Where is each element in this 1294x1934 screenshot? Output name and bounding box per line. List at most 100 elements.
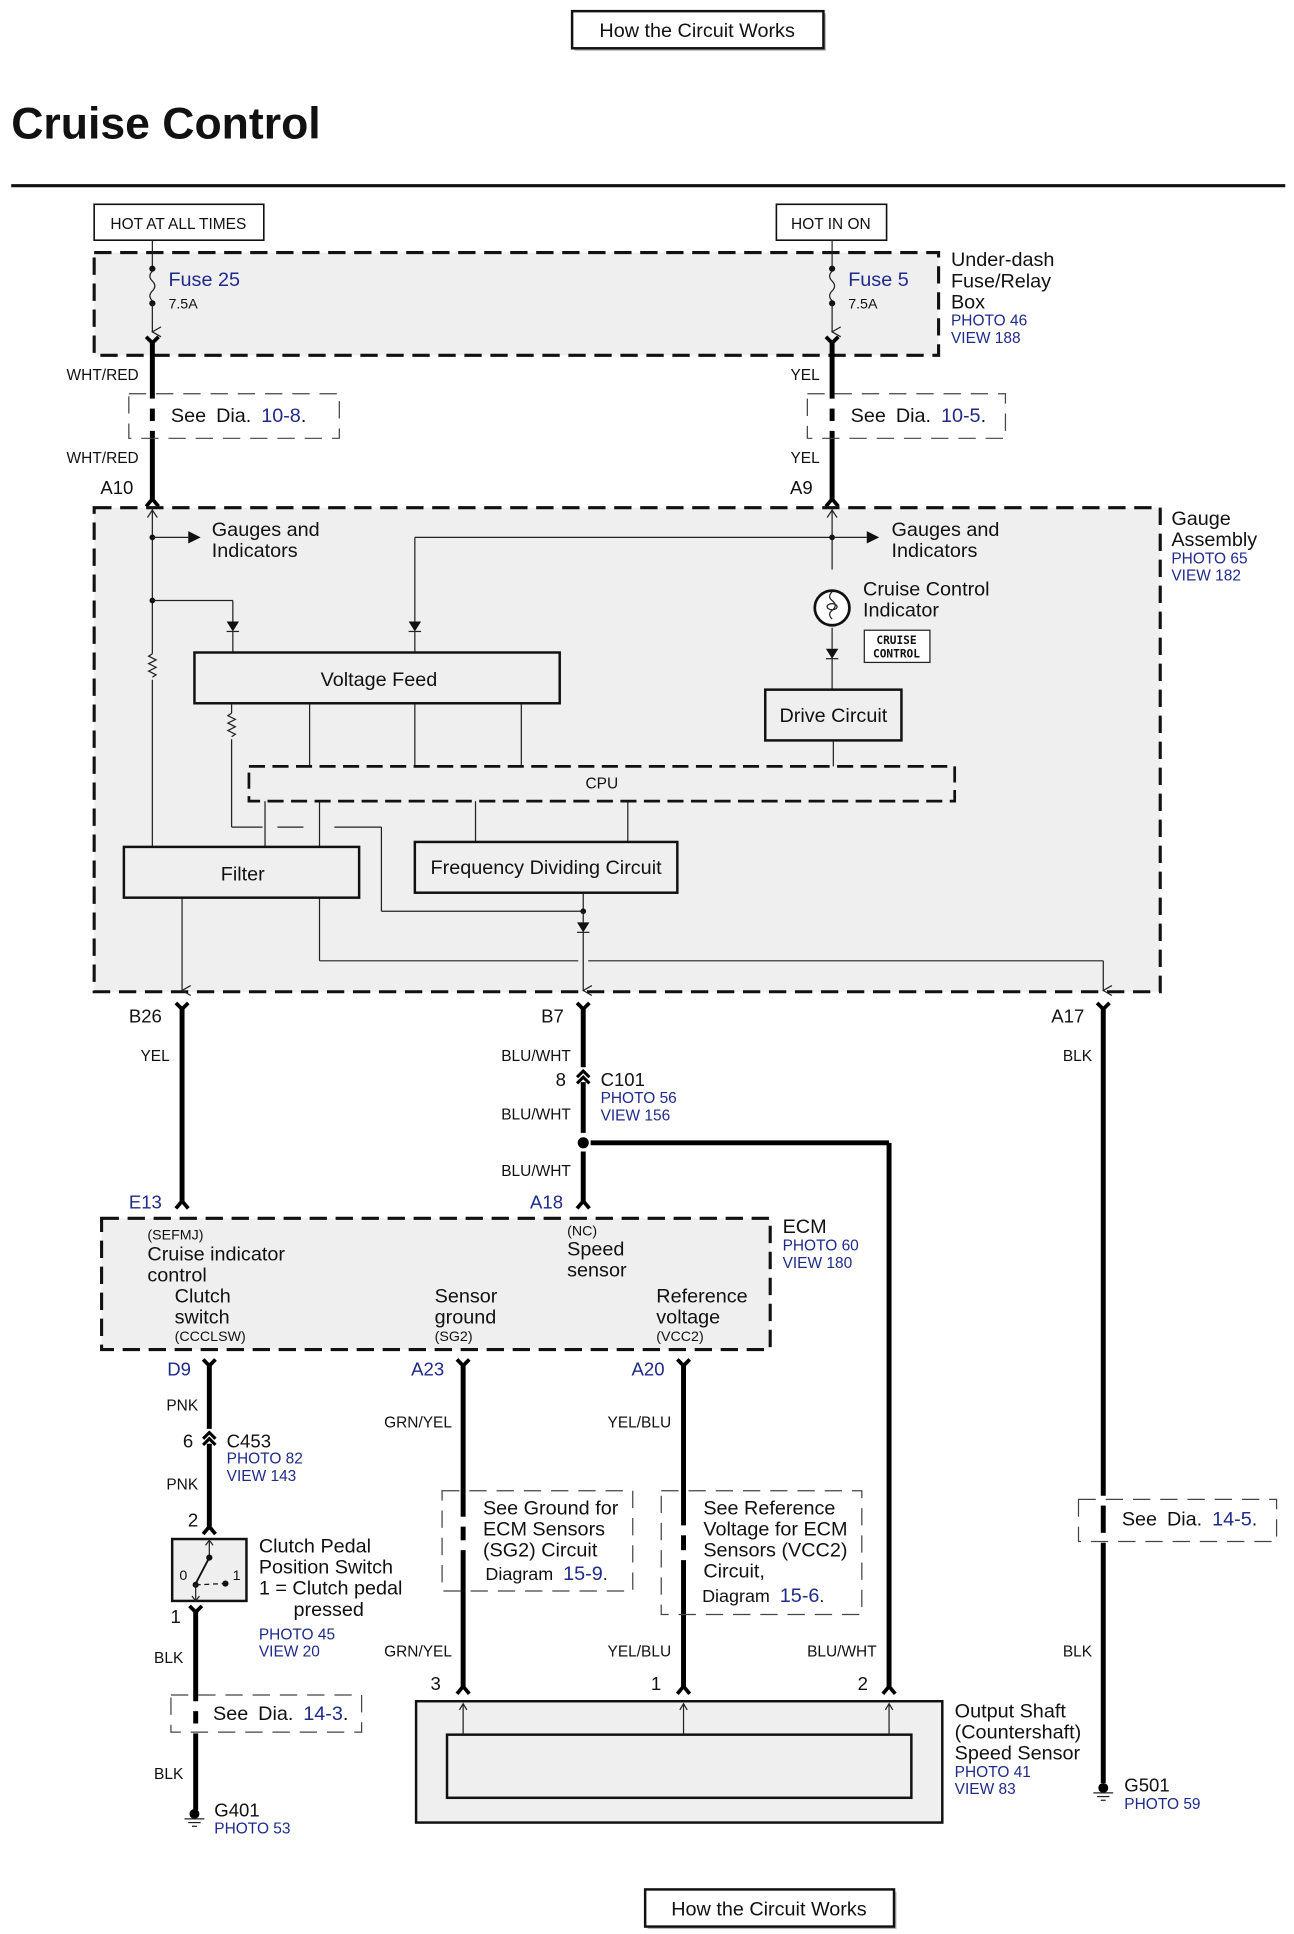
sensor-pin-2: 2 <box>858 1673 868 1694</box>
svg-text:CRUISE: CRUISE <box>876 634 916 647</box>
svg-text:Fuse 25: Fuse 25 <box>168 269 240 291</box>
fuse-relay-box <box>92 251 941 357</box>
svg-text:C453: C453 <box>227 1430 271 1451</box>
svg-text:Sensor: Sensor <box>435 1286 498 1308</box>
pin-a20: A20 <box>632 1359 665 1380</box>
wire-color-pnk-2: PNK <box>166 1477 198 1494</box>
fuse-5[interactable]: Fuse 5 7.5A <box>829 240 909 338</box>
wire-color-yel-blu-1: YEL/BLU <box>608 1415 672 1432</box>
ecm-view-link[interactable]: VIEW 180 <box>783 1255 853 1272</box>
wire-color-blk-1: BLK <box>154 1650 184 1667</box>
switch-view-link[interactable]: VIEW 20 <box>259 1644 320 1661</box>
output-shaft-speed-sensor[interactable] <box>414 1699 944 1824</box>
ecm-photo-link[interactable]: PHOTO 60 <box>783 1238 859 1255</box>
wire-color-wht-red-1: WHT/RED <box>67 367 139 384</box>
drive-circuit-block: Drive Circuit <box>764 688 903 742</box>
svg-text:See Reference: See Reference <box>703 1497 835 1519</box>
g501-photo-link[interactable]: PHOTO 59 <box>1124 1796 1200 1813</box>
svg-text:Reference: Reference <box>656 1286 747 1308</box>
hot-at-all-times-box: HOT AT ALL TIMES <box>93 203 265 242</box>
wire-yel-fuse5[interactable] <box>824 335 840 508</box>
speed-sensor-label: Output Shaft (Countershaft) Speed Sensor… <box>955 1700 1082 1798</box>
gauge-view-link[interactable]: VIEW 182 <box>1171 568 1241 585</box>
fuse-25[interactable]: Fuse 25 7.5A <box>149 240 240 338</box>
wire-grn-yel-a23[interactable] <box>455 1358 471 1695</box>
voltage-feed-block: Voltage Feed <box>193 651 561 705</box>
hot-in-on-box: HOT IN ON <box>775 203 888 242</box>
pin-a18: A18 <box>530 1191 563 1212</box>
sensor-view-link[interactable]: VIEW 83 <box>955 1781 1016 1798</box>
svg-text:C101: C101 <box>601 1069 645 1090</box>
clutch-pedal-position-switch[interactable]: 0 1 <box>170 1537 248 1603</box>
cruise-indicator-bulb-icon <box>813 589 851 627</box>
wire-yel-b26-e13[interactable] <box>174 1001 190 1210</box>
svg-text:Gauge: Gauge <box>1171 508 1230 530</box>
svg-text:6: 6 <box>183 1430 193 1451</box>
see-sg2-circuit-reference[interactable]: See Ground for ECM Sensors (SG2) Circuit… <box>441 1490 634 1592</box>
svg-text:voltage: voltage <box>656 1307 720 1329</box>
svg-text:VIEW 143: VIEW 143 <box>227 1468 297 1485</box>
fuse-box-photo-link[interactable]: PHOTO 46 <box>951 313 1027 330</box>
cruise-control-badge: CRUISE CONTROL <box>863 629 931 664</box>
svg-text:Fuse/Relay: Fuse/Relay <box>951 270 1051 292</box>
fuse-box-label: Under-dash Fuse/Relay Box PHOTO 46 VIEW … <box>951 249 1054 347</box>
gauges-indicators-left-label: Gauges and Indicators <box>212 519 320 562</box>
svg-text:(SEFMJ): (SEFMJ) <box>147 1227 203 1243</box>
filter-block: Filter <box>122 845 361 899</box>
wire-pnk-d9-switch[interactable] <box>201 1358 217 1536</box>
svg-text:Voltage for ECM: Voltage for ECM <box>703 1518 847 1540</box>
connector-c101[interactable]: 8 C101 PHOTO 56 VIEW 156 <box>556 1069 677 1125</box>
wire-blk-switch-g401[interactable] <box>188 1604 204 1811</box>
ground-g501-label: G501 PHOTO 59 <box>1124 1775 1200 1813</box>
switch-position-0: 0 <box>179 1568 187 1584</box>
wire-blk-a17-g501[interactable] <box>1095 1001 1111 1783</box>
wire-blu-wht-b7-a18[interactable] <box>575 1001 897 1695</box>
wire-wht-red[interactable] <box>144 335 160 508</box>
how-circuit-works-top-button[interactable]: How the Circuit Works <box>570 9 826 51</box>
gauge-internal-wiring <box>146 507 1113 997</box>
svg-text:Drive Circuit: Drive Circuit <box>779 705 887 727</box>
ecm-reference-voltage-terminal: Reference voltage (VCC2) <box>656 1286 747 1345</box>
wire-color-b26: YEL <box>140 1048 170 1065</box>
wire-yel-blu-a20[interactable] <box>675 1358 692 1695</box>
fuse-box-view-link[interactable]: VIEW 188 <box>951 330 1021 347</box>
pin-d9: D9 <box>167 1359 191 1380</box>
gauge-assembly-box <box>92 506 1162 994</box>
ecm-clutch-switch-terminal: Clutch switch (CCCLSW) <box>175 1286 246 1345</box>
see-vcc2-circuit-reference[interactable]: See Reference Voltage for ECM Sensors (V… <box>660 1490 863 1616</box>
sensor-pin-1: 1 <box>651 1673 661 1694</box>
svg-text:Fuse 5: Fuse 5 <box>848 269 909 291</box>
ecm-label: ECM PHOTO 60 VIEW 180 <box>783 1216 859 1272</box>
how-circuit-works-bottom-button[interactable]: How the Circuit Works <box>643 1888 897 1930</box>
g401-photo-link[interactable]: PHOTO 53 <box>214 1821 290 1838</box>
wire-color-blk-a17-lower: BLK <box>1063 1644 1093 1661</box>
svg-text:pressed: pressed <box>294 1599 364 1621</box>
sensor-photo-link[interactable]: PHOTO 41 <box>955 1764 1031 1781</box>
switch-pin-2: 2 <box>188 1510 198 1531</box>
ground-g401-icon <box>184 1808 205 1827</box>
svg-text:Circuit,: Circuit, <box>703 1560 765 1582</box>
connector-c453[interactable]: 6 C453 PHOTO 82 VIEW 143 <box>183 1430 303 1484</box>
gauges-indicators-right-label: Gauges and Indicators <box>892 519 1000 562</box>
pin-b26: B26 <box>129 1006 162 1027</box>
svg-text:Under-dash: Under-dash <box>951 249 1054 271</box>
svg-text:See Ground for: See Ground for <box>483 1497 619 1519</box>
gauge-photo-link[interactable]: PHOTO 65 <box>1171 550 1247 567</box>
ecm-box <box>100 1216 772 1352</box>
svg-text:PHOTO 82: PHOTO 82 <box>227 1451 303 1468</box>
svg-text:8: 8 <box>556 1069 566 1090</box>
svg-text:sensor: sensor <box>567 1260 627 1282</box>
svg-text:7.5A: 7.5A <box>848 296 878 312</box>
svg-text:(SG2) Circuit: (SG2) Circuit <box>483 1539 598 1561</box>
wire-color-blk-2: BLK <box>154 1766 184 1783</box>
wire-color-yel-1: YEL <box>790 367 820 384</box>
switch-photo-link[interactable]: PHOTO 45 <box>259 1626 335 1643</box>
